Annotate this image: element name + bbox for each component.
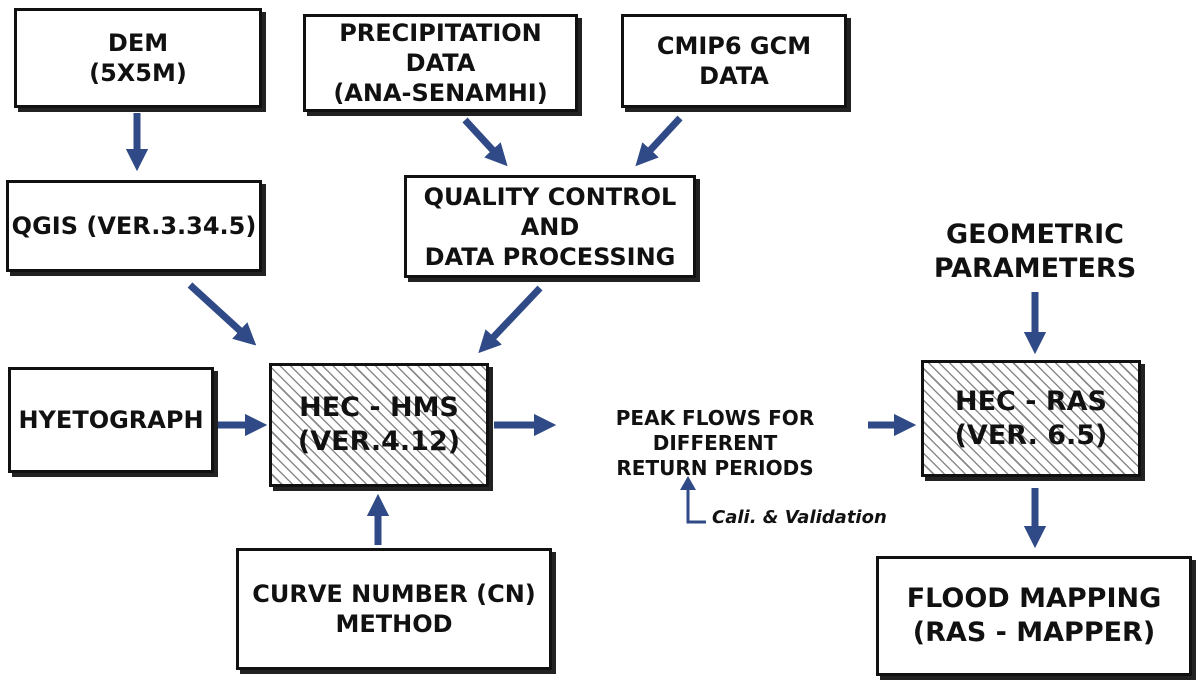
arrow-cmip6-to-quality (635, 115, 683, 167)
hyetograph-line1: HYETOGRAPH (18, 406, 204, 434)
precipitation-line1: PRECIPITATION DATA (339, 19, 542, 77)
hec-hms-box: HEC - HMS (VER.4.12) (269, 363, 489, 487)
cmip6-line1: CMIP6 GCM DATA (656, 32, 812, 90)
calibration-label: Cali. & Validation (712, 507, 887, 528)
arrow-qgis-to-hms (187, 282, 257, 346)
curve-number-line1: CURVE NUMBER (CN) (252, 580, 536, 608)
precipitation-line2: (ANA-SENAMHI) (333, 79, 548, 107)
precipitation-box: PRECIPITATION DATA (ANA-SENAMHI) (303, 14, 578, 112)
peak-flows-label: PEAK FLOWS FOR DIFFERENT RETURN PERIODS (560, 406, 870, 481)
hec-ras-box: HEC - RAS (VER. 6.5) (921, 360, 1141, 477)
qgis-box: QGIS (VER.3.34.5) (6, 180, 262, 272)
arrow-quality-to-hms (478, 285, 543, 354)
arrow-calibration-head (680, 476, 696, 490)
peak-flows-line2: RETURN PERIODS (616, 456, 814, 480)
hec-hms-line2: (VER.4.12) (297, 426, 461, 457)
peak-flows-line1: PEAK FLOWS FOR DIFFERENT (615, 406, 815, 455)
arrow-precip-to-quality (462, 117, 508, 167)
curve-number-box: CURVE NUMBER (CN) METHOD (236, 548, 552, 670)
dem-box: DEM (5X5M) (14, 8, 262, 108)
hyetograph-box: HYETOGRAPH (8, 367, 214, 473)
dem-line2: (5X5M) (89, 59, 187, 87)
curve-number-line2: METHOD (335, 610, 453, 638)
flood-mapping-line2: (RAS - MAPPER) (912, 617, 1156, 648)
geometric-line1: GEOMETRIC (946, 219, 1124, 250)
flood-mapping-line1: FLOOD MAPPING (906, 583, 1162, 615)
quality-line1: QUALITY CONTROL AND (423, 182, 677, 241)
hec-ras-line2: (VER. 6.5) (954, 419, 1108, 451)
flood-mapping-box: FLOOD MAPPING (RAS - MAPPER) (876, 556, 1192, 676)
hec-hms-line1: HEC - HMS (299, 392, 459, 424)
dem-line1: DEM (107, 29, 169, 57)
quality-line2: DATA PROCESSING (424, 242, 676, 271)
qgis-line1: QGIS (VER.3.34.5) (11, 212, 257, 240)
geometric-line2: PARAMETERS (933, 252, 1137, 284)
hec-ras-line1: HEC - RAS (955, 385, 1107, 417)
arrow-calibration (686, 488, 706, 524)
cmip6-box: CMIP6 GCM DATA (621, 14, 847, 108)
geometric-label: GEOMETRIC PARAMETERS (900, 218, 1170, 286)
quality-box: QUALITY CONTROL AND DATA PROCESSING (404, 175, 696, 278)
